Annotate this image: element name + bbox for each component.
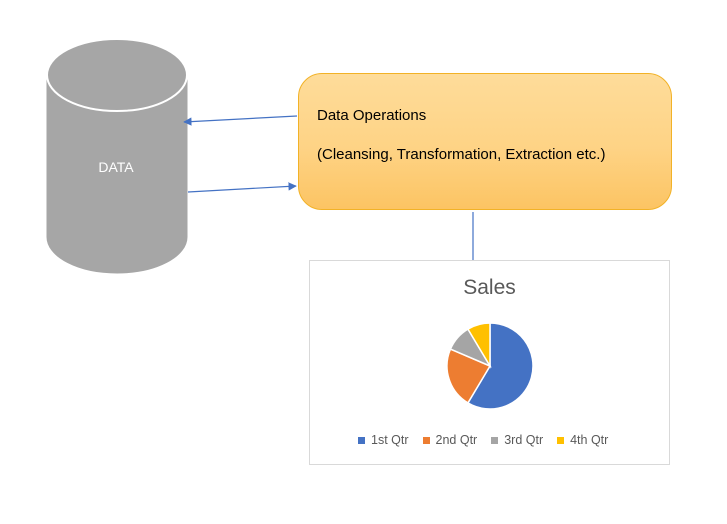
sales-chart-panel: Sales 1st Qtr 2nd Qtr 3rd Qtr 4th Qtr [309, 260, 670, 465]
database-top [46, 38, 188, 112]
legend-label: 3rd Qtr [504, 433, 544, 447]
chart-legend: 1st Qtr 2nd Qtr 3rd Qtr 4th Qtr [358, 433, 608, 447]
database-body [46, 74, 188, 274]
legend-swatch [491, 436, 499, 444]
pie-slice-4 [466, 322, 491, 369]
database-label: DATA [98, 159, 134, 175]
data-operations-box: Data Operations (Cleansing, Transformati… [298, 73, 672, 210]
legend-swatch [557, 436, 565, 444]
pie-slice-1 [466, 322, 534, 410]
legend-swatch [358, 436, 365, 444]
legend-item-2: 2nd Qtr [422, 433, 478, 447]
legend-label: 1st Qtr [371, 433, 409, 447]
arrow-ops-to-data [183, 115, 298, 126]
legend-item-3: 3rd Qtr [491, 433, 543, 447]
operations-title: Data Operations [317, 107, 427, 124]
legend-label: 4th Qtr [570, 433, 609, 447]
operations-subtitle: (Cleansing, Transformation, Extraction e… [317, 146, 606, 163]
database-cylinder: DATA [46, 38, 188, 274]
pie-chart [446, 322, 534, 410]
legend-item-1: 1st Qtr [358, 433, 409, 447]
arrow-data-to-ops [187, 182, 297, 193]
legend-swatch [422, 436, 430, 444]
pie-slice-2 [446, 348, 492, 404]
legend-label: 2nd Qtr [435, 433, 478, 447]
legend-item-4: 4th Qtr [557, 433, 608, 447]
chart-title: Sales [463, 276, 516, 299]
